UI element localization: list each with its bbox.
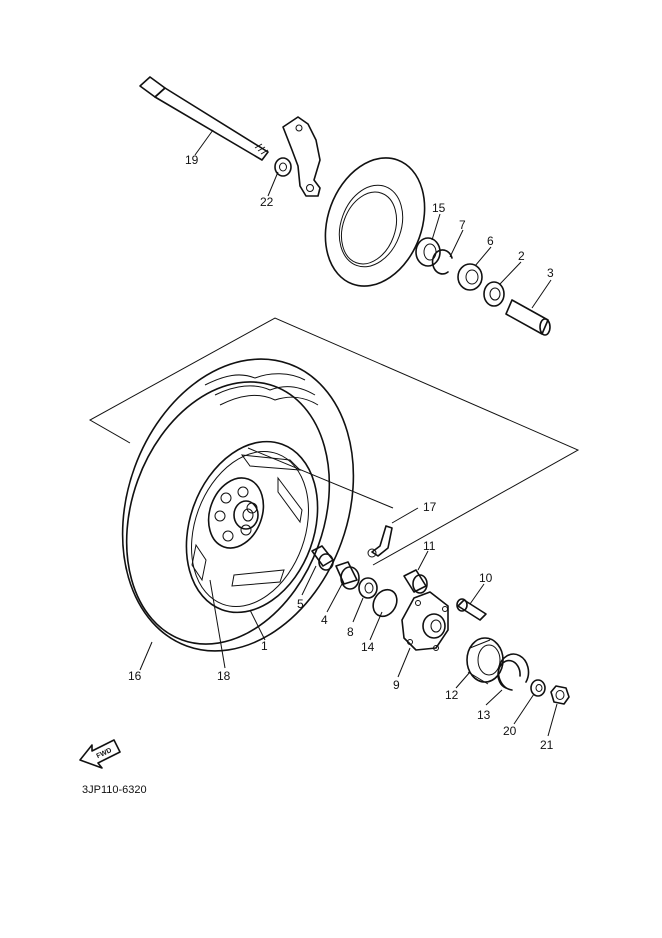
bearing-part-4 — [335, 561, 360, 590]
speedo-bracket — [282, 116, 321, 197]
hub-part-9 — [401, 591, 449, 651]
label-10: 10 — [479, 571, 493, 585]
label-19: 19 — [185, 153, 199, 167]
fwd-arrow-icon: FWD — [79, 739, 121, 769]
spacer-part-5 — [311, 545, 334, 571]
part-number-labels: 1 2 3 4 5 6 7 8 9 10 11 12 13 14 15 16 1… — [128, 153, 554, 752]
label-22: 22 — [260, 195, 274, 209]
explode-frame — [88, 317, 580, 566]
label-18: 18 — [217, 669, 231, 683]
label-5: 5 — [297, 597, 304, 611]
label-15: 15 — [432, 201, 446, 215]
label-9: 9 — [393, 678, 400, 692]
label-7: 7 — [459, 218, 466, 232]
circlip-part-7 — [431, 249, 453, 275]
brake-disc — [324, 157, 426, 287]
bolt-part-10 — [456, 598, 487, 621]
leader-lines — [139, 129, 558, 737]
label-3: 3 — [547, 266, 554, 280]
collar-part-22 — [274, 157, 292, 177]
bearing-part-6 — [457, 263, 483, 291]
label-6: 6 — [487, 234, 494, 248]
washer-part-20 — [530, 679, 546, 697]
label-4: 4 — [321, 613, 328, 627]
label-16: 16 — [128, 669, 142, 683]
label-2: 2 — [518, 249, 525, 263]
nut-part-21 — [550, 685, 570, 705]
label-1: 1 — [261, 639, 268, 653]
spacer-part-3 — [505, 299, 551, 336]
axle-part-19 — [139, 76, 269, 161]
label-8: 8 — [347, 625, 354, 639]
fwd-label: FWD — [96, 747, 113, 760]
diagram-code: 3JP110-6320 — [82, 784, 147, 796]
label-12: 12 — [445, 688, 459, 702]
valve-part-17 — [367, 525, 393, 558]
label-11: 11 — [423, 539, 436, 553]
o-ring-part-14 — [372, 588, 398, 618]
bearing-part-2 — [483, 281, 505, 307]
bearing-part-12 — [466, 637, 504, 685]
label-21: 21 — [540, 738, 554, 752]
label-20: 20 — [503, 724, 517, 738]
label-13: 13 — [477, 708, 491, 722]
bearing-part-8 — [358, 577, 378, 599]
label-14: 14 — [361, 640, 375, 654]
label-17: 17 — [423, 500, 437, 514]
spacer-part-11 — [403, 569, 428, 594]
circlip-part-13 — [497, 653, 530, 691]
